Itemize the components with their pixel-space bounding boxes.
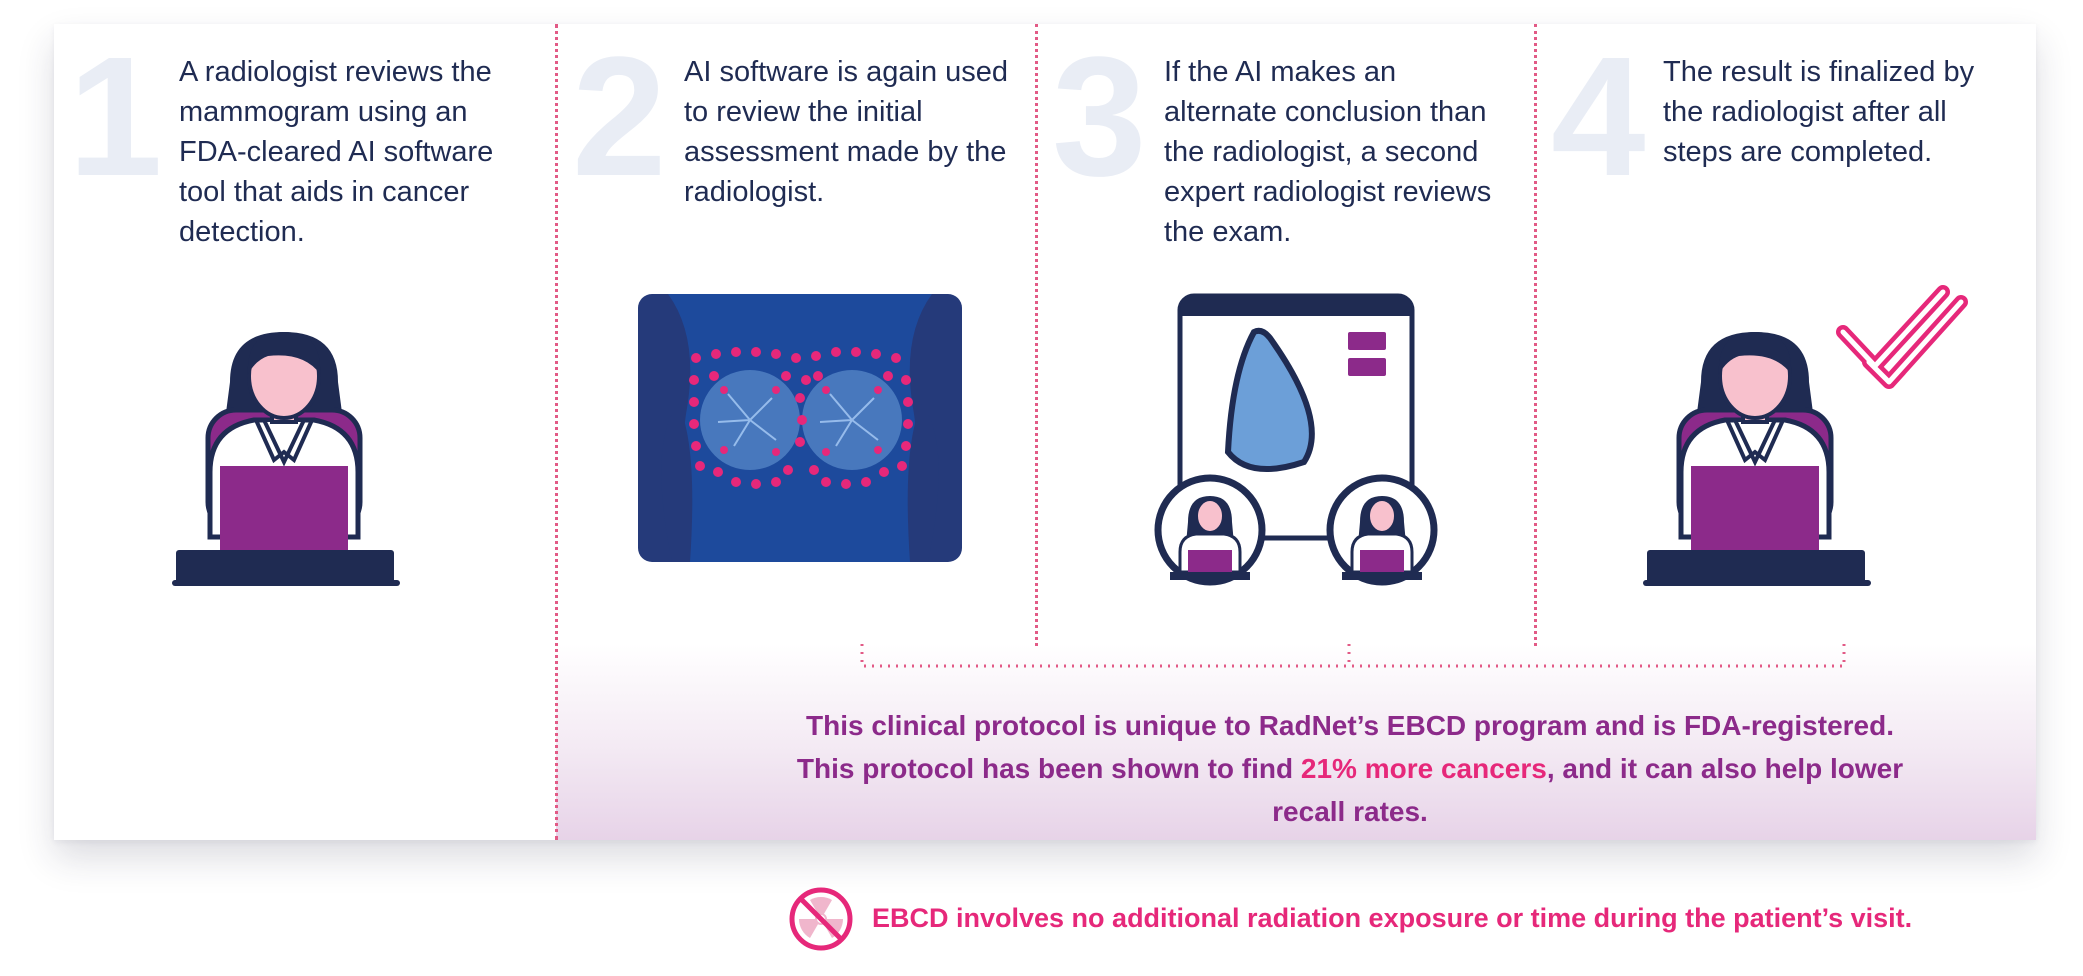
step-1: 1 A radiologist reviews the mammogram us… — [54, 24, 554, 840]
step-divider — [1534, 24, 1537, 646]
step-description: AI software is again used to review the … — [684, 56, 1009, 208]
step-divider — [1035, 24, 1038, 646]
step-number: 4 — [1551, 24, 1646, 212]
step-number: 1 — [68, 24, 163, 212]
protocol-text-end: , and it can also help lower recall rate… — [1272, 753, 1904, 827]
second-reader-review-icon — [1154, 293, 1438, 586]
step-description: The result is finalized by the radiologi… — [1663, 56, 1975, 168]
radiologist-at-laptop-icon — [172, 332, 400, 586]
protocol-text-start: This clinical protocol is unique to RadN… — [796, 710, 1894, 784]
step-4: 4 The result is finalized by the radiolo… — [1539, 24, 2036, 840]
steps-bracket — [860, 644, 1846, 668]
step-description: A radiologist reviews the mammogram usin… — [179, 56, 494, 248]
process-card: 1 A radiologist reviews the mammogram us… — [54, 24, 2036, 840]
protocol-background — [556, 644, 2036, 840]
step-2: 2 AI software is again used to review th… — [560, 24, 1034, 840]
step-divider — [555, 24, 558, 840]
protocol-statement: This clinical protocol is unique to RadN… — [774, 704, 1926, 833]
step-3: 3 If the AI makes an alternate conclusio… — [1040, 24, 1532, 840]
radiologist-double-check-icon — [1643, 285, 1968, 586]
radiation-note-text: EBCD involves no additional radiation ex… — [872, 903, 1913, 933]
mammogram-ai-scan-icon — [638, 294, 962, 562]
no-radiation-icon — [789, 887, 853, 951]
step-number: 3 — [1052, 24, 1147, 212]
radiation-note: EBCD involves no additional radiation ex… — [788, 886, 1912, 952]
protocol-highlight: 21% more cancers — [1300, 753, 1547, 784]
step-description: If the AI makes an alternate conclusion … — [1164, 56, 1492, 248]
step-number: 2 — [572, 24, 667, 212]
